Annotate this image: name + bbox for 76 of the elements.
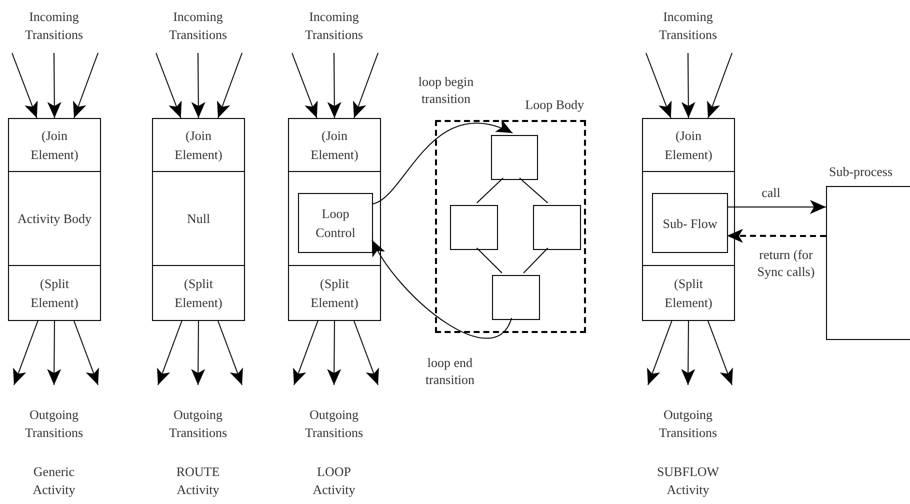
arrow bbox=[372, 120, 513, 204]
arrow bbox=[217, 52, 242, 118]
step-box bbox=[491, 135, 538, 180]
section-text: (Join Element) bbox=[310, 127, 360, 164]
split-element-section bbox=[642, 265, 735, 321]
arrow bbox=[191, 320, 206, 386]
outgoing-label: Outgoing Transitions bbox=[24, 406, 84, 442]
body-section bbox=[288, 171, 381, 266]
arrow bbox=[218, 320, 243, 386]
step-box bbox=[450, 205, 498, 250]
arrow bbox=[191, 52, 206, 118]
incoming-label: Incoming Transitions bbox=[168, 8, 228, 44]
outgoing-label: Outgoing Transitions bbox=[168, 406, 228, 442]
sub-flow-box bbox=[652, 193, 728, 253]
null-body-section bbox=[152, 171, 245, 266]
step-box bbox=[533, 205, 581, 250]
arrow bbox=[727, 228, 826, 243]
arrow bbox=[327, 320, 342, 386]
split-element-section bbox=[152, 265, 245, 321]
arrow bbox=[707, 52, 732, 118]
box-heading: Sub-process bbox=[829, 163, 893, 181]
connector-line bbox=[476, 178, 504, 204]
join-element-section bbox=[152, 118, 245, 172]
section-text: Activity Body bbox=[16, 210, 93, 228]
incoming-label: Incoming Transitions bbox=[24, 8, 84, 44]
section-text: Loop Control bbox=[314, 205, 356, 242]
join-element-section bbox=[8, 118, 101, 172]
arrow bbox=[708, 320, 733, 386]
activity-caption: LOOP Activity bbox=[312, 463, 356, 499]
arrow bbox=[12, 52, 38, 118]
arrow bbox=[293, 320, 318, 386]
arrow bbox=[157, 320, 182, 386]
arrow bbox=[372, 240, 512, 339]
arrow bbox=[292, 52, 318, 118]
section-text: Sub- Flow bbox=[662, 214, 718, 232]
arrow bbox=[681, 52, 696, 118]
arrow bbox=[726, 200, 826, 214]
activity-body-section bbox=[8, 171, 101, 266]
section-text: (Split Element) bbox=[310, 275, 360, 312]
arrow bbox=[354, 320, 379, 386]
activity-caption: ROUTE Activity bbox=[175, 463, 221, 499]
split-element-section bbox=[8, 265, 101, 321]
section-text: Null bbox=[186, 210, 212, 228]
connector-line bbox=[523, 248, 548, 274]
join-element-section bbox=[642, 118, 735, 172]
arrow bbox=[73, 52, 98, 118]
arrow bbox=[156, 52, 182, 118]
activity-caption: SUBFLOW Activity bbox=[656, 463, 720, 499]
section-text: (Join Element) bbox=[30, 127, 80, 164]
split-element-section bbox=[288, 265, 381, 321]
arrow bbox=[47, 320, 62, 386]
step-box bbox=[492, 275, 540, 320]
arrow bbox=[681, 320, 696, 386]
section-text: (Split Element) bbox=[30, 275, 80, 312]
box-heading: Loop Body bbox=[525, 96, 584, 114]
arrow bbox=[13, 320, 38, 386]
connector-line bbox=[519, 178, 548, 204]
body-section bbox=[642, 171, 735, 266]
arrow bbox=[74, 320, 99, 386]
outgoing-label: Outgoing Transitions bbox=[304, 406, 364, 442]
arrow bbox=[327, 52, 342, 118]
section-text: (Split Element) bbox=[174, 275, 224, 312]
arrow bbox=[47, 52, 62, 118]
section-text: (Join Element) bbox=[174, 127, 224, 164]
section-text: (Split Element) bbox=[664, 275, 714, 312]
incoming-label: Incoming Transitions bbox=[658, 8, 718, 44]
connector-line bbox=[476, 248, 502, 274]
incoming-label: Incoming Transitions bbox=[304, 8, 364, 44]
activity-caption: Generic Activity bbox=[32, 463, 76, 499]
loop-control-box bbox=[298, 193, 373, 253]
outgoing-label: Outgoing Transitions bbox=[658, 406, 718, 442]
join-element-section bbox=[288, 118, 381, 172]
section-text: (Join Element) bbox=[664, 127, 714, 164]
arrow bbox=[647, 320, 672, 386]
arrow bbox=[646, 52, 672, 118]
arrow bbox=[353, 52, 378, 118]
